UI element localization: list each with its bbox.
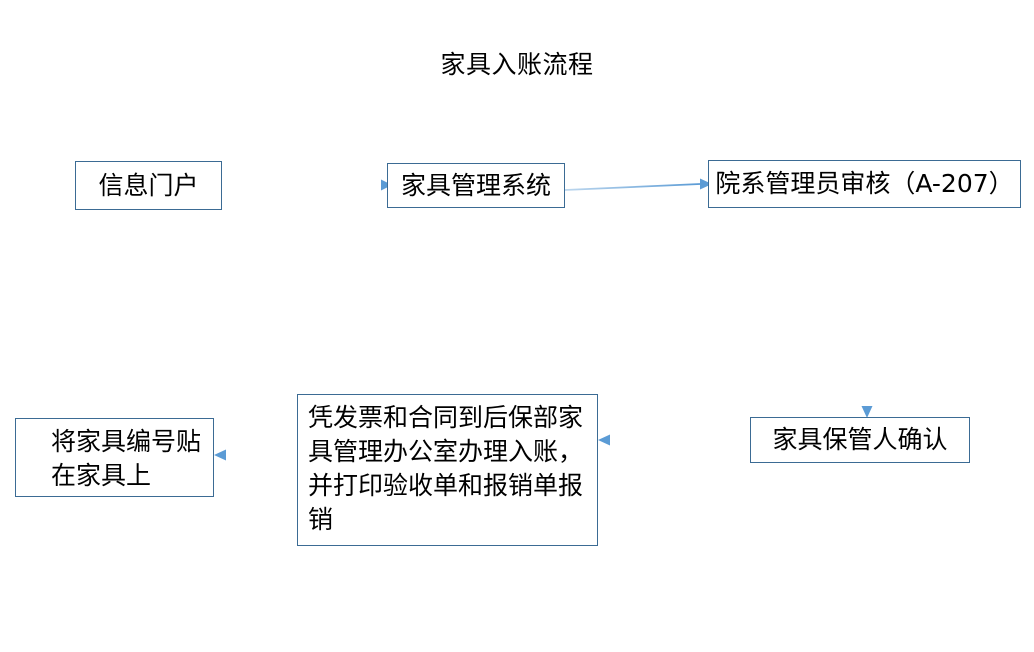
edge-keeper-to-invoice: [598, 434, 750, 446]
node-portal[interactable]: 信息门户: [75, 161, 222, 210]
node-system-label: 家具管理系统: [400, 170, 551, 200]
node-attach-furniture-number[interactable]: 将家具编号贴在家具上: [15, 418, 214, 497]
node-tag-label: 将家具编号贴在家具上: [51, 427, 202, 490]
node-furniture-keeper-confirm[interactable]: 家具保管人确认: [750, 417, 970, 463]
edge-system-to-review: [564, 178, 712, 191]
node-keeper-label: 家具保管人确认: [772, 425, 948, 454]
node-furniture-management-system[interactable]: 家具管理系统: [387, 163, 565, 208]
edge-review-to-keeper: [861, 208, 873, 418]
edge-invoice-to-tag: [214, 449, 297, 461]
node-invoice-contract-registration[interactable]: 凭发票和合同到后保部家具管理办公室办理入账，并打印验收单和报销单报销: [297, 394, 598, 546]
node-department-admin-review[interactable]: 院系管理员审核（A-207）: [708, 160, 1021, 208]
node-portal-label: 信息门户: [98, 170, 199, 200]
node-invoice-label: 凭发票和合同到后保部家具管理办公室办理入账，并打印验收单和报销单报销: [308, 403, 584, 534]
edge-portal-to-system: [222, 179, 392, 191]
page-title: 家具入账流程: [440, 50, 594, 79]
node-review-label: 院系管理员审核（A-207）: [715, 169, 1014, 198]
